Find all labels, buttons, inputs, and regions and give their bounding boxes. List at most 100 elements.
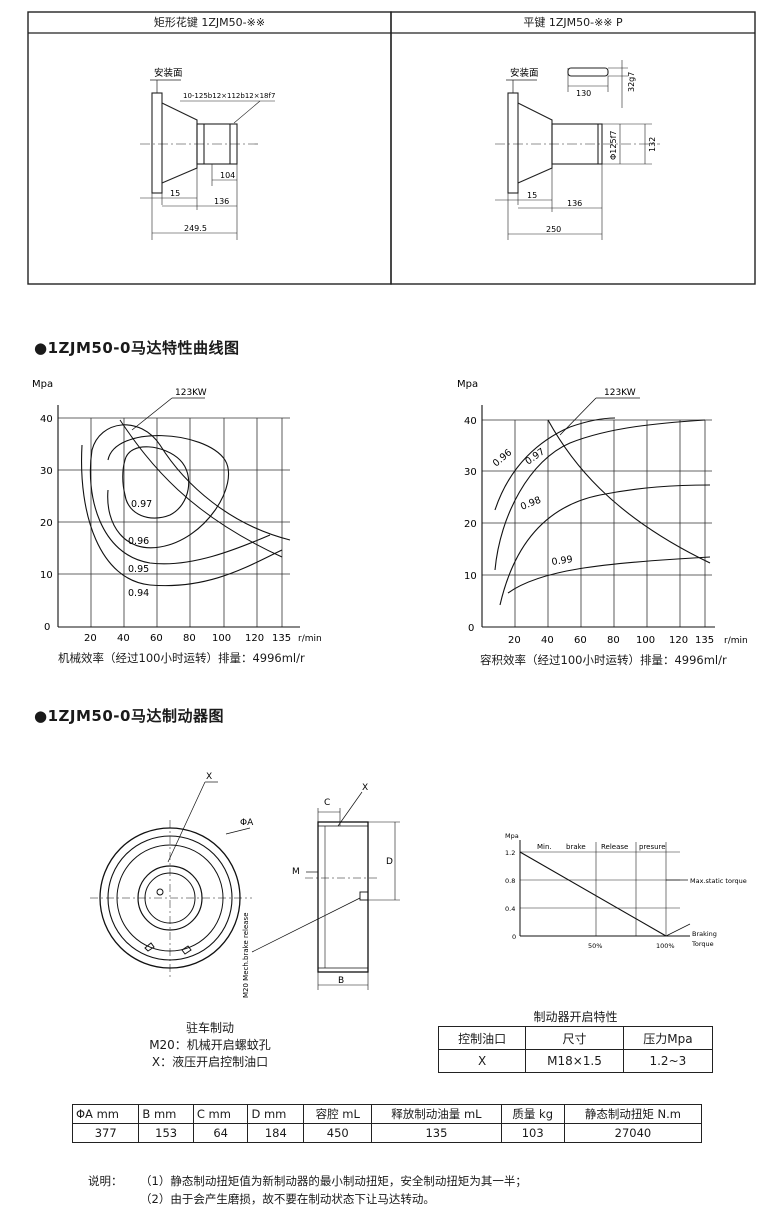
max-static-torque: Max.static torque — [690, 877, 747, 885]
brake-xlabel-2: Torque — [691, 940, 714, 948]
left-xtick-100: 100 — [212, 633, 231, 644]
th-d: D mm — [247, 1104, 305, 1124]
brake-header-pressure: presure — [639, 843, 666, 851]
left-xtick-120: 120 — [245, 633, 264, 644]
table-row: ΦA mm B mm C mm D mm 容腔 mL 释放制动油量 mL 质量 … — [71, 1104, 703, 1124]
th-mass: 质量 kg — [500, 1104, 565, 1124]
left-ytick-10: 10 — [40, 570, 53, 581]
spec-cell-port: X — [437, 1049, 527, 1073]
front-x-label: X — [206, 772, 212, 782]
right-xlabel: r/min — [724, 636, 748, 646]
right-ytick-10: 10 — [464, 571, 477, 582]
brake-legend: 驻车制动 M20：机械开启螺蚊孔 X：液压开启控制油口 — [120, 1020, 300, 1071]
left-key-frame — [27, 11, 392, 285]
flat-key-shaft-drawing — [495, 60, 660, 240]
right-curve-caption: 容积效率（经过100小时运转）排量：4996ml/r — [480, 653, 727, 667]
dim-125f7: Φ125f7 — [609, 131, 618, 160]
right-ytick-30: 30 — [464, 467, 477, 478]
td-a: 377 — [71, 1123, 140, 1143]
left-ytick-0: 0 — [44, 622, 50, 633]
brake-data-table: ΦA mm B mm C mm D mm 容腔 mL 释放制动油量 mL 质量 … — [71, 1104, 703, 1143]
brake-ytick-08: 0.8 — [505, 877, 515, 885]
spec-table: 控制油口 尺寸 压力Mpa X M18×1.5 1.2~3 — [437, 1026, 714, 1073]
th-volume: 容腔 mL — [303, 1104, 373, 1124]
right-xtick-120: 120 — [669, 635, 688, 646]
dim-250: 250 — [546, 225, 561, 234]
brake-front-view — [90, 781, 252, 978]
right-power-label: 123KW — [604, 388, 636, 398]
brake-ytick-04: 0.4 — [505, 905, 515, 913]
left-curve-caption: 机械效率（经过100小时运转）排量：4996ml/r — [58, 651, 305, 665]
right-ytick-40: 40 — [464, 416, 477, 427]
td-release-oil: 135 — [371, 1123, 502, 1143]
left-power-label: 123KW — [175, 388, 207, 398]
right-ytick-20: 20 — [464, 519, 477, 530]
legend-x: X：液压开启控制油口 — [151, 1055, 269, 1069]
brake-xtick-50: 50% — [588, 942, 602, 950]
left-xtick-60: 60 — [150, 633, 163, 644]
left-ytick-40: 40 — [40, 414, 53, 425]
left-xtick-135: 135 — [272, 633, 291, 644]
left-ytick-30: 30 — [40, 466, 53, 477]
right-xtick-100: 100 — [636, 635, 655, 646]
mech-efficiency-chart: 123KW Mpa 40 30 20 10 0 20 40 60 80 100 … — [32, 379, 322, 644]
dim-249: 249.5 — [184, 224, 207, 233]
right-xtick-40: 40 — [541, 635, 554, 646]
side-c-label: C — [324, 798, 330, 808]
side-m-label: M — [292, 867, 300, 877]
th-a: ΦA mm — [71, 1104, 140, 1124]
table-row: 377 153 64 184 450 135 103 27040 — [71, 1123, 703, 1143]
td-mass: 103 — [500, 1123, 565, 1143]
note-line-2: （2）由于会产生磨损，故不要在制动状态下让马达转动。 — [140, 1192, 435, 1206]
side-x-label: X — [362, 783, 368, 793]
td-d: 184 — [247, 1123, 305, 1143]
contour-097: 0.97 — [131, 499, 152, 510]
vol-curve-097: 0.97 — [523, 446, 547, 467]
contour-094: 0.94 — [128, 588, 149, 599]
right-xtick-80: 80 — [607, 635, 620, 646]
brake-side-view — [251, 791, 400, 990]
spline-spec: 10-125b12×112b12×18f7 — [183, 92, 275, 100]
left-ylabel: Mpa — [32, 379, 53, 390]
dim-r15: 15 — [527, 191, 537, 200]
brake-xlabel-1: Braking — [692, 930, 717, 938]
brake-torque-chart — [519, 840, 691, 937]
side-d-label: D — [386, 857, 393, 867]
side-b-label: B — [338, 976, 344, 986]
vol-curve-098: 0.98 — [519, 495, 543, 513]
front-dia-label: ΦA — [240, 818, 254, 828]
td-volume: 450 — [303, 1123, 373, 1143]
right-mount-label: 安装面 — [510, 67, 539, 79]
contour-095: 0.95 — [128, 564, 149, 575]
th-c: C mm — [192, 1104, 249, 1124]
curves-section-title: ●1ZJM50-0马达特性曲线图 — [34, 339, 240, 357]
spec-cell-size: M18×1.5 — [525, 1049, 624, 1073]
td-torque: 27040 — [563, 1123, 703, 1143]
dim-130: 130 — [576, 89, 591, 98]
brake-header-brake: brake — [566, 843, 586, 851]
dim-132: 132 — [648, 137, 657, 152]
dim-136: 136 — [214, 197, 229, 206]
vol-efficiency-chart: 123KW Mpa 40 30 20 10 0 20 40 60 80 100 … — [457, 379, 748, 646]
spec-cell-pressure: 1.2~3 — [622, 1049, 714, 1073]
brake-ytick-0: 0 — [512, 933, 516, 941]
dim-104: 104 — [220, 171, 235, 180]
th-release-oil: 释放制动油量 mL — [371, 1104, 502, 1124]
right-xtick-60: 60 — [574, 635, 587, 646]
spec-header-size: 尺寸 — [525, 1026, 624, 1050]
right-xtick-20: 20 — [508, 635, 521, 646]
th-b: B mm — [138, 1104, 194, 1124]
brake-header-min: Min. — [537, 843, 552, 851]
shaft-drawings: 安装面 10-125b12×112b12×18f7 104 15 136 249… — [27, 11, 756, 285]
left-xtick-80: 80 — [183, 633, 196, 644]
legend-title: 驻车制动 — [185, 1021, 234, 1035]
brake-ytick-12: 1.2 — [505, 849, 515, 857]
right-key-title: 平键 1ZJM50-※※ P — [523, 16, 623, 29]
brake-chart-ylabel: Mpa — [505, 832, 519, 840]
spec-table-title: 制动器开启特性 — [533, 1010, 618, 1024]
m20-release-label: M20 Mech.brake release — [242, 912, 250, 998]
legend-m20: M20：机械开启螺蚊孔 — [149, 1038, 271, 1052]
left-xtick-20: 20 — [84, 633, 97, 644]
td-b: 153 — [138, 1123, 194, 1143]
dim-32g7: 32g7 — [627, 72, 636, 92]
